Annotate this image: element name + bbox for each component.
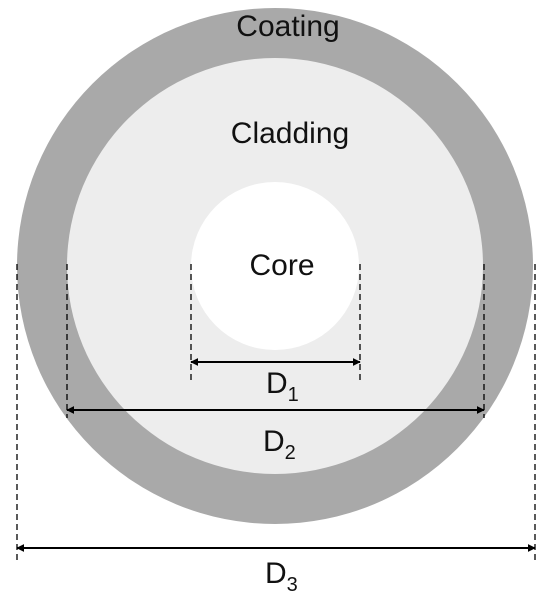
d2-label: D2 [263, 425, 296, 464]
d3-letter: D [265, 557, 287, 590]
d3-label: D3 [265, 557, 298, 596]
d2-subscript: 2 [285, 442, 296, 464]
d1-label: D1 [266, 367, 299, 406]
d2-letter: D [263, 425, 285, 458]
d1-letter: D [266, 367, 288, 400]
core-circle [191, 182, 359, 350]
cladding-label: Cladding [231, 117, 349, 150]
coating-label: Coating [236, 10, 339, 43]
d3-subscript: 3 [287, 574, 298, 596]
d1-subscript: 1 [288, 384, 299, 406]
core-label: Core [249, 249, 314, 282]
